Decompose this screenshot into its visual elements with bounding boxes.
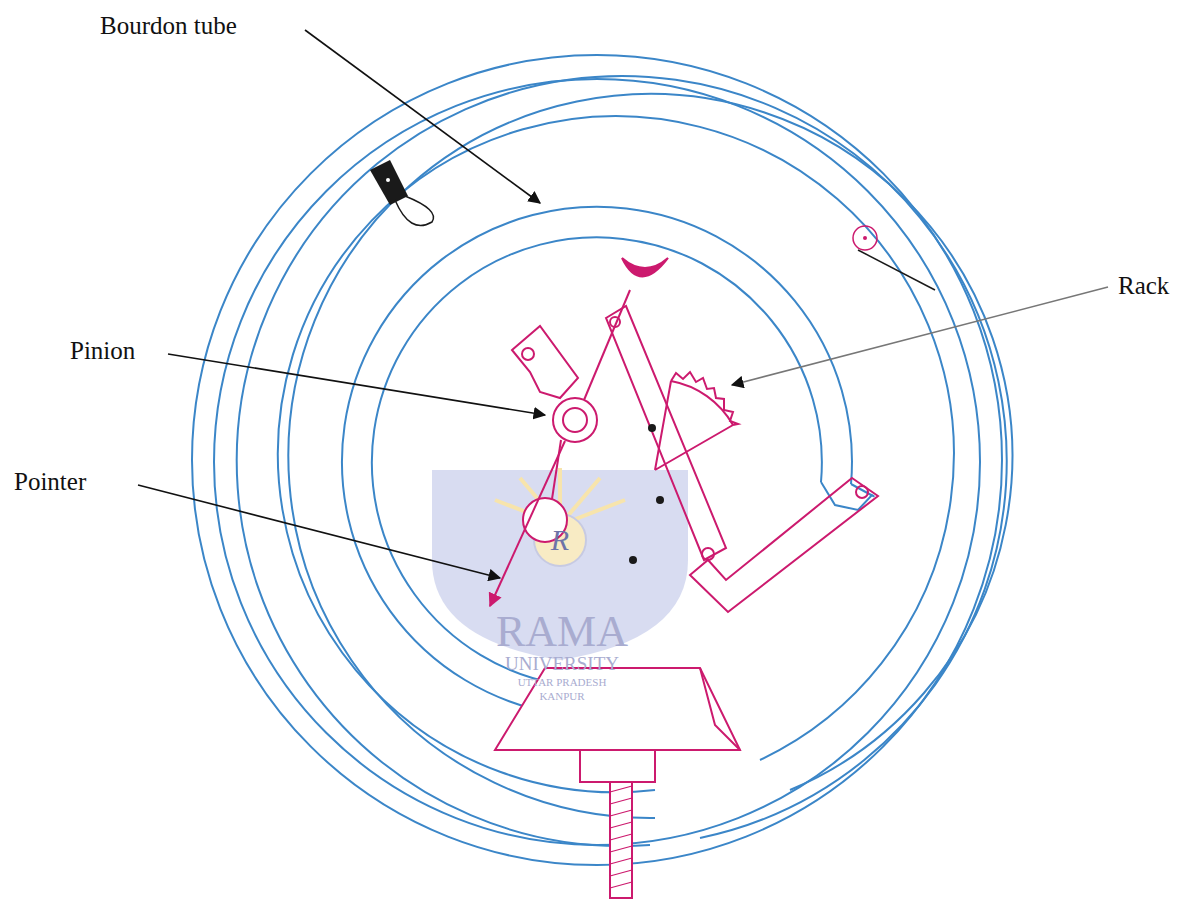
mounting-clip-part <box>386 178 390 182</box>
socket-part <box>580 750 655 782</box>
socket-part <box>610 798 632 804</box>
movement-mechanism-part <box>584 290 630 400</box>
movement-mechanism-part <box>702 548 714 560</box>
watermark-text: R <box>551 523 569 556</box>
part-label: Rack <box>1118 272 1169 300</box>
part-label: Pointer <box>14 468 86 496</box>
socket-part <box>610 870 632 876</box>
movement-mechanism-part <box>671 372 738 425</box>
movement-mechanism <box>490 258 878 612</box>
movement-mechanism-part <box>563 408 587 432</box>
watermark-text: RAMA <box>496 608 628 656</box>
leader-lines-part <box>168 354 545 415</box>
socket-part <box>610 782 632 898</box>
watermark-logo <box>432 468 688 660</box>
socket-part <box>610 834 632 840</box>
movement-mechanism-part <box>655 381 733 470</box>
leader-lines-part <box>138 485 500 578</box>
part-label: Bourdon tube <box>100 12 237 40</box>
movement-mechanism-part <box>522 348 534 360</box>
movement-mechanism-part <box>629 556 637 564</box>
watermark-text: UNIVERSITY <box>505 654 619 675</box>
mounting-clip <box>370 160 935 290</box>
mounting-clip-part <box>395 196 433 226</box>
socket-part <box>610 786 632 792</box>
movement-mechanism-part <box>606 306 726 560</box>
bourdon-tube <box>342 207 874 713</box>
mounting-clip-part <box>858 250 935 290</box>
movement-mechanism-part <box>656 496 664 504</box>
gauge-rings <box>192 55 1012 865</box>
mounting-clip-part <box>370 160 408 205</box>
movement-mechanism-part <box>648 424 656 432</box>
gauge-rings-part <box>237 76 1007 846</box>
bourdon-tube-part <box>342 207 852 713</box>
socket-part <box>610 882 632 888</box>
watermark-text: KANPUR <box>539 690 584 702</box>
gauge-rings-part <box>278 116 954 792</box>
movement-mechanism-part <box>671 381 733 425</box>
mounting-clip-part <box>853 226 877 250</box>
socket <box>495 668 740 898</box>
socket-part <box>495 668 740 750</box>
leader-lines-part <box>732 287 1108 385</box>
bourdon-tube-part <box>372 237 822 684</box>
socket-part <box>700 668 740 750</box>
socket-part <box>610 810 632 816</box>
socket-part <box>610 786 632 888</box>
part-label: Pinion <box>70 337 135 365</box>
mounting-clip-part <box>863 236 867 240</box>
movement-mechanism-part <box>552 440 561 499</box>
movement-mechanism-part <box>690 478 878 612</box>
socket-part <box>610 822 632 828</box>
leader-lines <box>138 30 1108 578</box>
movement-mechanism-part <box>512 326 578 398</box>
gauge-rings-part <box>214 79 980 845</box>
leader-lines-part <box>305 30 540 203</box>
watermark-text: UTTAR PRADESH <box>518 676 607 688</box>
socket-part <box>610 846 632 852</box>
movement-mechanism-part <box>856 486 868 498</box>
movement-mechanism-part <box>622 258 668 277</box>
movement-mechanism-part <box>553 398 597 442</box>
socket-part <box>610 858 632 864</box>
gauge-rings-part <box>288 94 1012 818</box>
